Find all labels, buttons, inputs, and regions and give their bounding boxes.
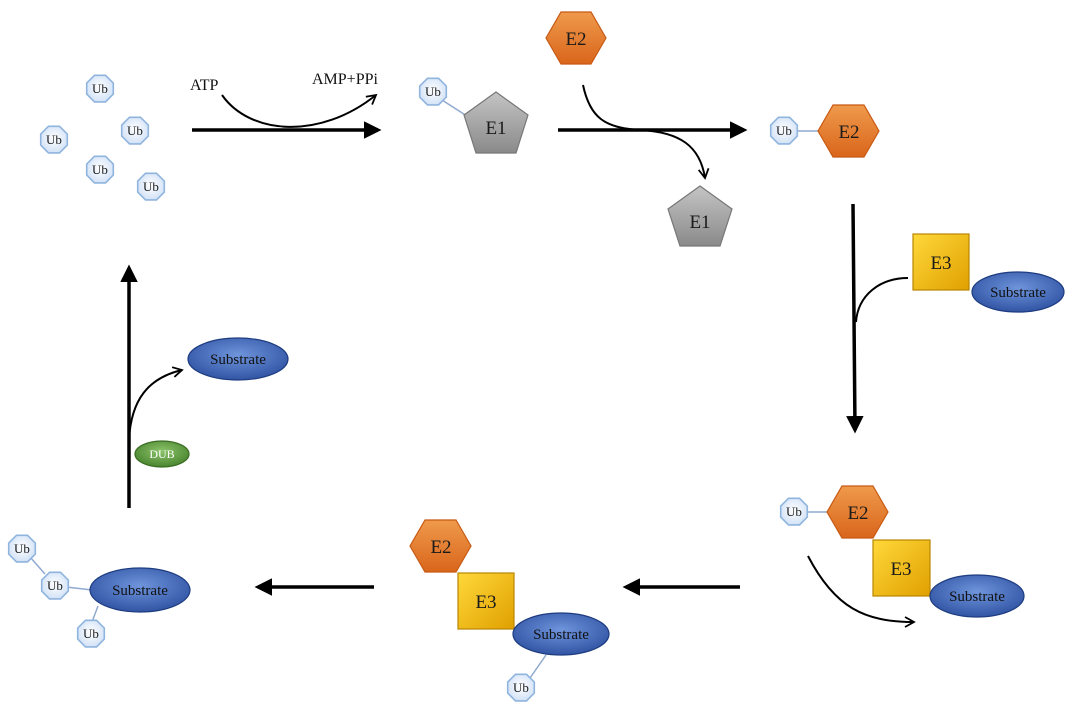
- released-e1: E1: [667, 185, 733, 247]
- ubiquitin-octagon-icon: [120, 116, 150, 145]
- ubiquitin-octagon-icon: [136, 172, 166, 201]
- ubiquitin-octagon-icon: [85, 155, 115, 184]
- e2-hexagon-icon: [817, 104, 880, 158]
- e3-square-icon: [872, 539, 931, 597]
- e2-label: E2: [430, 537, 451, 558]
- e3-label: E3: [890, 559, 911, 580]
- curve-e3-in: [855, 277, 909, 323]
- polyubiquitinated-substrate: Substrate Ub Ub Ub: [7, 534, 191, 648]
- ubiquitin-label: Ub: [786, 504, 802, 519]
- substrate-label: Substrate: [533, 627, 589, 643]
- ub-chain-link: [91, 605, 99, 623]
- e1-pentagon-icon: [463, 91, 529, 154]
- substrate-label: Substrate: [949, 589, 1005, 605]
- e2-e3-substrate-ub-complex: E3 E2 Substrate Ub: [409, 519, 610, 702]
- ub-chain-link: [29, 556, 46, 575]
- dub-ellipse-icon: [134, 440, 190, 468]
- ubiquitin-label: Ub: [425, 84, 441, 99]
- substrate-ellipse-icon: [89, 567, 191, 613]
- ubiquitin-3: Ub: [39, 125, 69, 154]
- e3-substrate-incoming: E3 Substrate: [912, 233, 1065, 313]
- ub-chain-link: [65, 586, 93, 591]
- ubiquitin-label: Ub: [83, 626, 99, 641]
- isopeptide-link: [529, 654, 547, 679]
- released-substrate: Substrate: [187, 337, 289, 381]
- substrate-ellipse-icon: [971, 271, 1065, 313]
- dub-enzyme: DUB: [134, 440, 190, 468]
- curve-substrate-release: [128, 366, 184, 441]
- ubiquitin-octagon-icon: [76, 619, 106, 648]
- ubiquitin-octagon-icon: [506, 673, 536, 702]
- ubiquitin-octagon-icon: [40, 571, 70, 600]
- dub-label: DUB: [149, 447, 174, 461]
- free-e2: E2: [545, 11, 607, 65]
- ubiquitin-label: Ub: [92, 81, 108, 96]
- substrate-ellipse-icon: [512, 612, 610, 656]
- ubiquitin-label: Ub: [46, 132, 62, 147]
- e3-square-icon: [457, 572, 515, 630]
- ubiquitin-octagon-icon: [779, 497, 809, 526]
- ub-e2-e3-substrate-complex: E3 E2 Ub Substrate: [779, 485, 1025, 618]
- ubiquitin-4: Ub: [85, 155, 115, 184]
- e2-hexagon-icon: [545, 11, 607, 65]
- curve-ub-transfer: [807, 555, 916, 628]
- substrate-ellipse-icon: [187, 337, 289, 381]
- ubiquitin-label: Ub: [47, 578, 63, 593]
- e2-label: E2: [565, 29, 586, 50]
- e2-label: E2: [847, 503, 868, 524]
- ubiquitin-octagon-icon: [39, 125, 69, 154]
- ub-e1-complex: E1 Ub: [418, 77, 529, 154]
- ubiquitin-5: Ub: [136, 172, 166, 201]
- e1-label: E1: [485, 118, 506, 139]
- e2-label: E2: [838, 122, 859, 143]
- curve-atp-to-amp: [221, 93, 378, 128]
- ubiquitin-octagon-icon: [85, 74, 115, 103]
- ubiquitin-1: Ub: [85, 74, 115, 103]
- ubiquitin-label: Ub: [143, 179, 159, 194]
- ubiquitin-label: Ub: [513, 680, 529, 695]
- ubiquitin-label: Ub: [127, 123, 143, 138]
- ubiquitin-label: Ub: [776, 123, 792, 138]
- ubiquitin-2: Ub: [120, 116, 150, 145]
- substrate-label: Substrate: [990, 285, 1046, 301]
- free-ubiquitin-pool: Ub Ub Ub Ub Ub: [39, 74, 166, 201]
- e2-hexagon-icon: [409, 519, 472, 573]
- amp-ppi-label: AMP+PPi: [312, 71, 379, 88]
- e1-label: E1: [689, 212, 710, 233]
- e1-pentagon-icon: [667, 185, 733, 247]
- curve-e2-in: [582, 84, 641, 131]
- e3-label: E3: [930, 253, 951, 274]
- ubiquitin-octagon-icon: [769, 116, 799, 145]
- atp-label: ATP: [190, 77, 219, 94]
- ubiquitin-label: Ub: [14, 541, 30, 556]
- ubiquitin-octagon-icon: [7, 534, 37, 563]
- ubiquitin-octagon-icon: [418, 77, 448, 106]
- e2-hexagon-icon: [826, 485, 889, 539]
- ub-e2-complex: E2 Ub: [769, 104, 880, 158]
- e3-label: E3: [475, 592, 496, 613]
- e3-square-icon: [912, 233, 970, 291]
- arrow-e3-binding: [846, 203, 864, 434]
- curve-e1-out: [639, 129, 710, 180]
- ubiquitin-label: Ub: [92, 162, 108, 177]
- substrate-label: Substrate: [112, 583, 168, 599]
- substrate-ellipse-icon: [929, 574, 1025, 618]
- substrate-label: Substrate: [210, 352, 266, 368]
